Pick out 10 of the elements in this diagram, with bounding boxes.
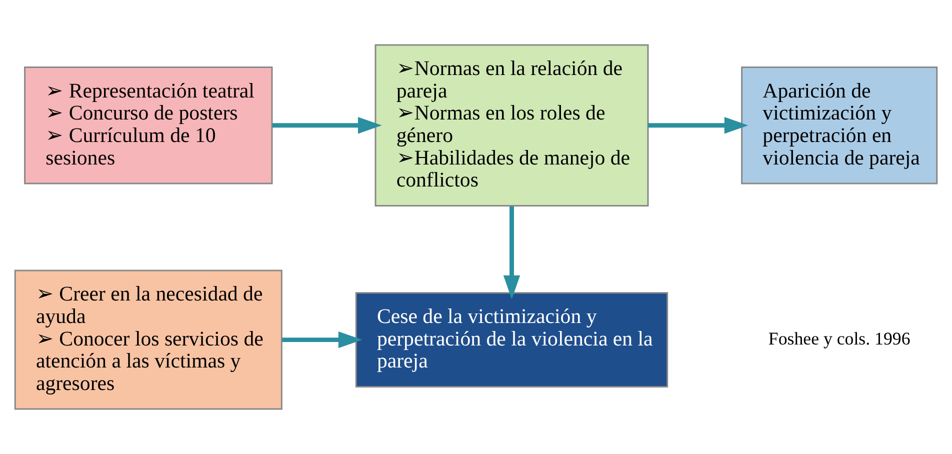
arrow [282, 331, 362, 348]
node-box: Aparición de victimización y perpetración en violencia de pareja [741, 66, 938, 184]
arrow [503, 206, 520, 300]
label: Foshee y cols. 1996 [768, 328, 910, 348]
node-box: ➢Normas en la relación de pareja ➢Normas en los roles de género ➢Habilidades de manejo de conflictos [374, 44, 649, 207]
node-box: ➢ Creer en la necesidad de ayuda ➢ Conocer los servicios de atención a las víctimas y agresores [14, 270, 282, 410]
arrow [272, 117, 382, 134]
node-box: Cese de la victimización y perpetración de la violencia en la pareja [355, 292, 668, 388]
node-box: ➢ Representación teatral ➢ Concurso de posters ➢ Currículum de 10 sesiones [24, 66, 273, 184]
arrow [648, 117, 748, 134]
